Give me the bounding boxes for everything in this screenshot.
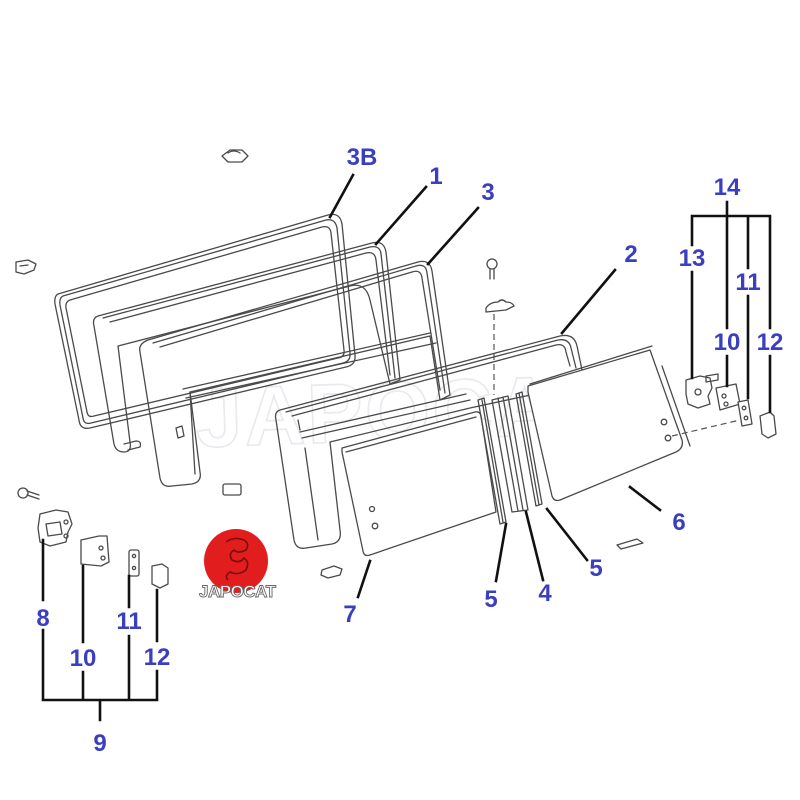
clip-top bbox=[221, 149, 249, 163]
callout-10r: 10 bbox=[714, 329, 741, 356]
leader-5-right bbox=[545, 507, 589, 562]
callout-13: 13 bbox=[679, 245, 706, 272]
pad-2 bbox=[320, 565, 343, 579]
leader-lines bbox=[41, 173, 772, 722]
callout-1: 1 bbox=[429, 163, 442, 190]
leader-3b bbox=[328, 173, 355, 219]
pad-1 bbox=[222, 483, 242, 496]
japocat-logo: JAPOCAT bbox=[199, 529, 278, 601]
logo-dragon-icon bbox=[225, 537, 249, 581]
plate-11-right bbox=[737, 399, 753, 427]
callout-8: 8 bbox=[36, 605, 49, 632]
callout-12r: 12 bbox=[757, 329, 784, 356]
part-1-seal bbox=[92, 241, 401, 453]
callout-5a: 5 bbox=[484, 586, 497, 613]
callout-11r: 11 bbox=[735, 269, 760, 296]
callout-5b: 5 bbox=[589, 555, 602, 582]
leader-3 bbox=[426, 206, 480, 266]
part-3-frame bbox=[139, 260, 451, 487]
part-6-glass bbox=[527, 345, 741, 502]
callout-10l: 10 bbox=[70, 645, 97, 672]
leader-5-left bbox=[494, 522, 508, 583]
callout-12l: 12 bbox=[144, 644, 171, 671]
leader-2 bbox=[560, 268, 617, 335]
part-7-glass bbox=[341, 411, 497, 557]
leader-6 bbox=[628, 485, 662, 512]
part-5-channel-right bbox=[515, 391, 543, 507]
clip-left bbox=[15, 259, 37, 275]
leader-tree-14 bbox=[690, 200, 772, 414]
pad-3 bbox=[616, 538, 644, 550]
leader-1 bbox=[374, 185, 428, 246]
plate-11-left bbox=[128, 549, 140, 577]
callout-9: 9 bbox=[93, 730, 106, 757]
leader-4 bbox=[524, 510, 545, 582]
latch-13-right bbox=[685, 373, 719, 409]
callout-4: 4 bbox=[538, 580, 552, 607]
callout-7: 7 bbox=[343, 601, 356, 628]
screw-left-icon bbox=[17, 487, 40, 500]
leader-tree-9 bbox=[41, 538, 159, 722]
bracket-clip bbox=[485, 299, 515, 313]
leader-7 bbox=[356, 559, 372, 599]
callout-3: 3 bbox=[481, 179, 494, 206]
part-5-channel-left bbox=[477, 397, 507, 525]
callout-3b: 3B bbox=[347, 144, 378, 171]
bracket-10-right bbox=[715, 383, 741, 411]
stop-12-left bbox=[151, 563, 169, 589]
part-4-divider bbox=[491, 395, 529, 513]
callout-11l: 11 bbox=[116, 608, 141, 635]
stop-12-right bbox=[759, 411, 777, 439]
logo-text: JAPOCAT bbox=[199, 582, 277, 601]
part-2-frame bbox=[274, 334, 601, 549]
latch-8-left bbox=[37, 509, 73, 547]
callout-14: 14 bbox=[714, 174, 741, 201]
screw-icon bbox=[486, 258, 498, 280]
callout-2: 2 bbox=[624, 241, 637, 268]
callout-6: 6 bbox=[672, 509, 685, 536]
bracket-10-left bbox=[80, 535, 110, 567]
